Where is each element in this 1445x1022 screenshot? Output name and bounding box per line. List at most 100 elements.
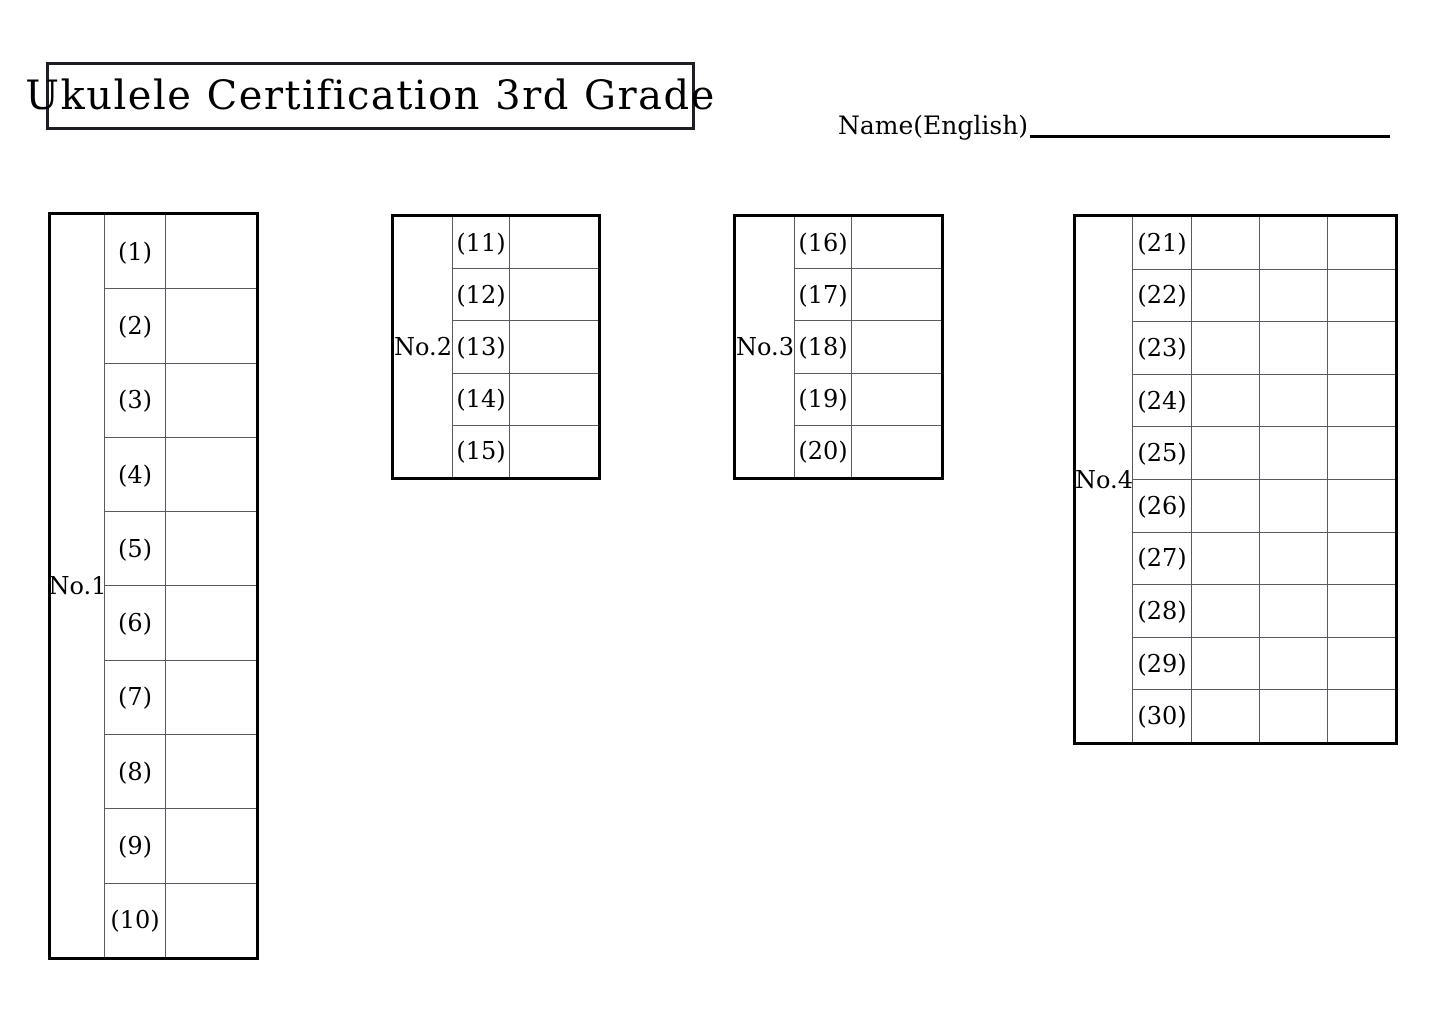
question-number: (14): [456, 385, 506, 414]
answer-cell[interactable]: [166, 289, 256, 362]
answer-cell[interactable]: [1192, 637, 1260, 690]
table-row: (2): [105, 289, 256, 364]
question-number: (1): [118, 237, 152, 266]
answer-cell[interactable]: [852, 321, 941, 372]
answer-cell[interactable]: [166, 512, 256, 585]
answer-cell[interactable]: [166, 809, 256, 882]
question-number: (6): [118, 609, 152, 638]
question-number: (13): [456, 333, 506, 361]
answer-cell[interactable]: [1260, 217, 1328, 269]
question-number-cell: (20): [795, 425, 852, 478]
answer-cell[interactable]: [1260, 637, 1328, 690]
answer-cell[interactable]: [1328, 427, 1395, 479]
question-number: (21): [1137, 228, 1187, 257]
question-number-cell: (4): [105, 437, 166, 512]
question-number-cell: (30): [1133, 690, 1192, 742]
question-number-cell: (1): [105, 215, 166, 289]
table-row: (6): [105, 586, 256, 661]
answer-cell[interactable]: [166, 438, 256, 511]
answer-cell[interactable]: [1260, 532, 1328, 585]
table-row: (1): [105, 215, 256, 290]
answer-cell[interactable]: [1192, 322, 1260, 374]
answer-cell[interactable]: [510, 269, 598, 320]
table-row: (29): [1133, 637, 1395, 691]
answer-cell[interactable]: [166, 884, 256, 957]
page-title: Ukulele Certification 3rd Grade: [25, 73, 716, 119]
answer-cell[interactable]: [166, 364, 256, 437]
table-row: (30): [1133, 690, 1395, 742]
table-label-cell-no3: No.3: [736, 217, 795, 477]
table-rows-no2: (11)(12)(13)(14)(15): [453, 217, 598, 478]
answer-cell[interactable]: [1192, 269, 1260, 322]
table-row: (19): [795, 373, 941, 426]
answer-cell[interactable]: [1192, 532, 1260, 585]
answer-cell[interactable]: [1192, 585, 1260, 637]
question-number-cell: (15): [453, 425, 510, 478]
answer-cell[interactable]: [1328, 585, 1395, 637]
answer-cell[interactable]: [1328, 375, 1395, 427]
table-row: (26): [1133, 479, 1395, 533]
name-input[interactable]: [1030, 107, 1391, 138]
table-rows-no1: (1)(2)(3)(4)(5)(6)(7)(8)(9)(10): [105, 215, 256, 957]
question-number-cell: (28): [1133, 585, 1192, 637]
table-row: (12): [453, 269, 598, 322]
answer-cell[interactable]: [1260, 479, 1328, 532]
answer-cell[interactable]: [1260, 427, 1328, 479]
answer-cell[interactable]: [1192, 217, 1260, 269]
question-number: (7): [118, 683, 152, 712]
answer-cell[interactable]: [852, 269, 941, 320]
question-number-cell: (25): [1133, 427, 1192, 479]
question-number: (4): [118, 460, 152, 489]
answer-cell[interactable]: [1328, 480, 1395, 532]
question-number-cell: (21): [1133, 217, 1192, 269]
answer-cell[interactable]: [1260, 690, 1328, 742]
question-number-cell: (9): [105, 809, 166, 883]
answer-cell[interactable]: [166, 661, 256, 734]
answer-cell[interactable]: [510, 321, 598, 372]
table-row: (10): [105, 883, 256, 957]
question-number: (3): [118, 386, 152, 415]
answer-cell[interactable]: [1328, 533, 1395, 585]
answer-cell[interactable]: [1328, 270, 1395, 322]
table-label-no1: No.1: [48, 572, 107, 600]
table-row: (9): [105, 809, 256, 884]
answer-cell[interactable]: [510, 426, 598, 477]
answer-cell[interactable]: [1260, 585, 1328, 637]
answer-cell[interactable]: [1192, 427, 1260, 479]
table-row: (17): [795, 269, 941, 322]
answer-cell[interactable]: [166, 735, 256, 808]
table-label-cell-no1: No.1: [48, 215, 107, 957]
question-number-cell: (12): [453, 269, 510, 321]
question-number: (15): [456, 437, 506, 466]
table-row: (25): [1133, 427, 1395, 480]
question-number: (29): [1137, 649, 1187, 678]
answer-cell[interactable]: [166, 586, 256, 659]
question-number-cell: (23): [1133, 322, 1192, 374]
answer-cell[interactable]: [510, 374, 598, 425]
answer-cell[interactable]: [1192, 374, 1260, 427]
table-label-no4: No.4: [1075, 465, 1133, 494]
answer-cell[interactable]: [166, 215, 256, 288]
answer-cell[interactable]: [1328, 217, 1395, 269]
answer-cell[interactable]: [1192, 690, 1260, 742]
answer-cell[interactable]: [1328, 638, 1395, 690]
answer-cell[interactable]: [1328, 690, 1395, 742]
table-row: (27): [1133, 532, 1395, 586]
answer-cell[interactable]: [1260, 374, 1328, 427]
question-number: (17): [798, 280, 848, 309]
answer-cell[interactable]: [852, 374, 941, 425]
answer-cell[interactable]: [852, 426, 941, 477]
answer-cell[interactable]: [1260, 269, 1328, 322]
table-label-no3: No.3: [736, 333, 794, 361]
answer-cell[interactable]: [1328, 322, 1395, 374]
question-number-cell: (8): [105, 735, 166, 809]
table-label-no2: No.2: [394, 333, 452, 361]
answer-cell[interactable]: [852, 217, 941, 268]
question-number-cell: (16): [795, 217, 852, 269]
answer-cell[interactable]: [1192, 479, 1260, 532]
title-box: Ukulele Certification 3rd Grade: [25, 62, 714, 130]
table-row: (20): [795, 425, 941, 478]
answer-cell[interactable]: [510, 217, 598, 268]
question-number: (18): [798, 333, 848, 361]
answer-cell[interactable]: [1260, 322, 1328, 374]
